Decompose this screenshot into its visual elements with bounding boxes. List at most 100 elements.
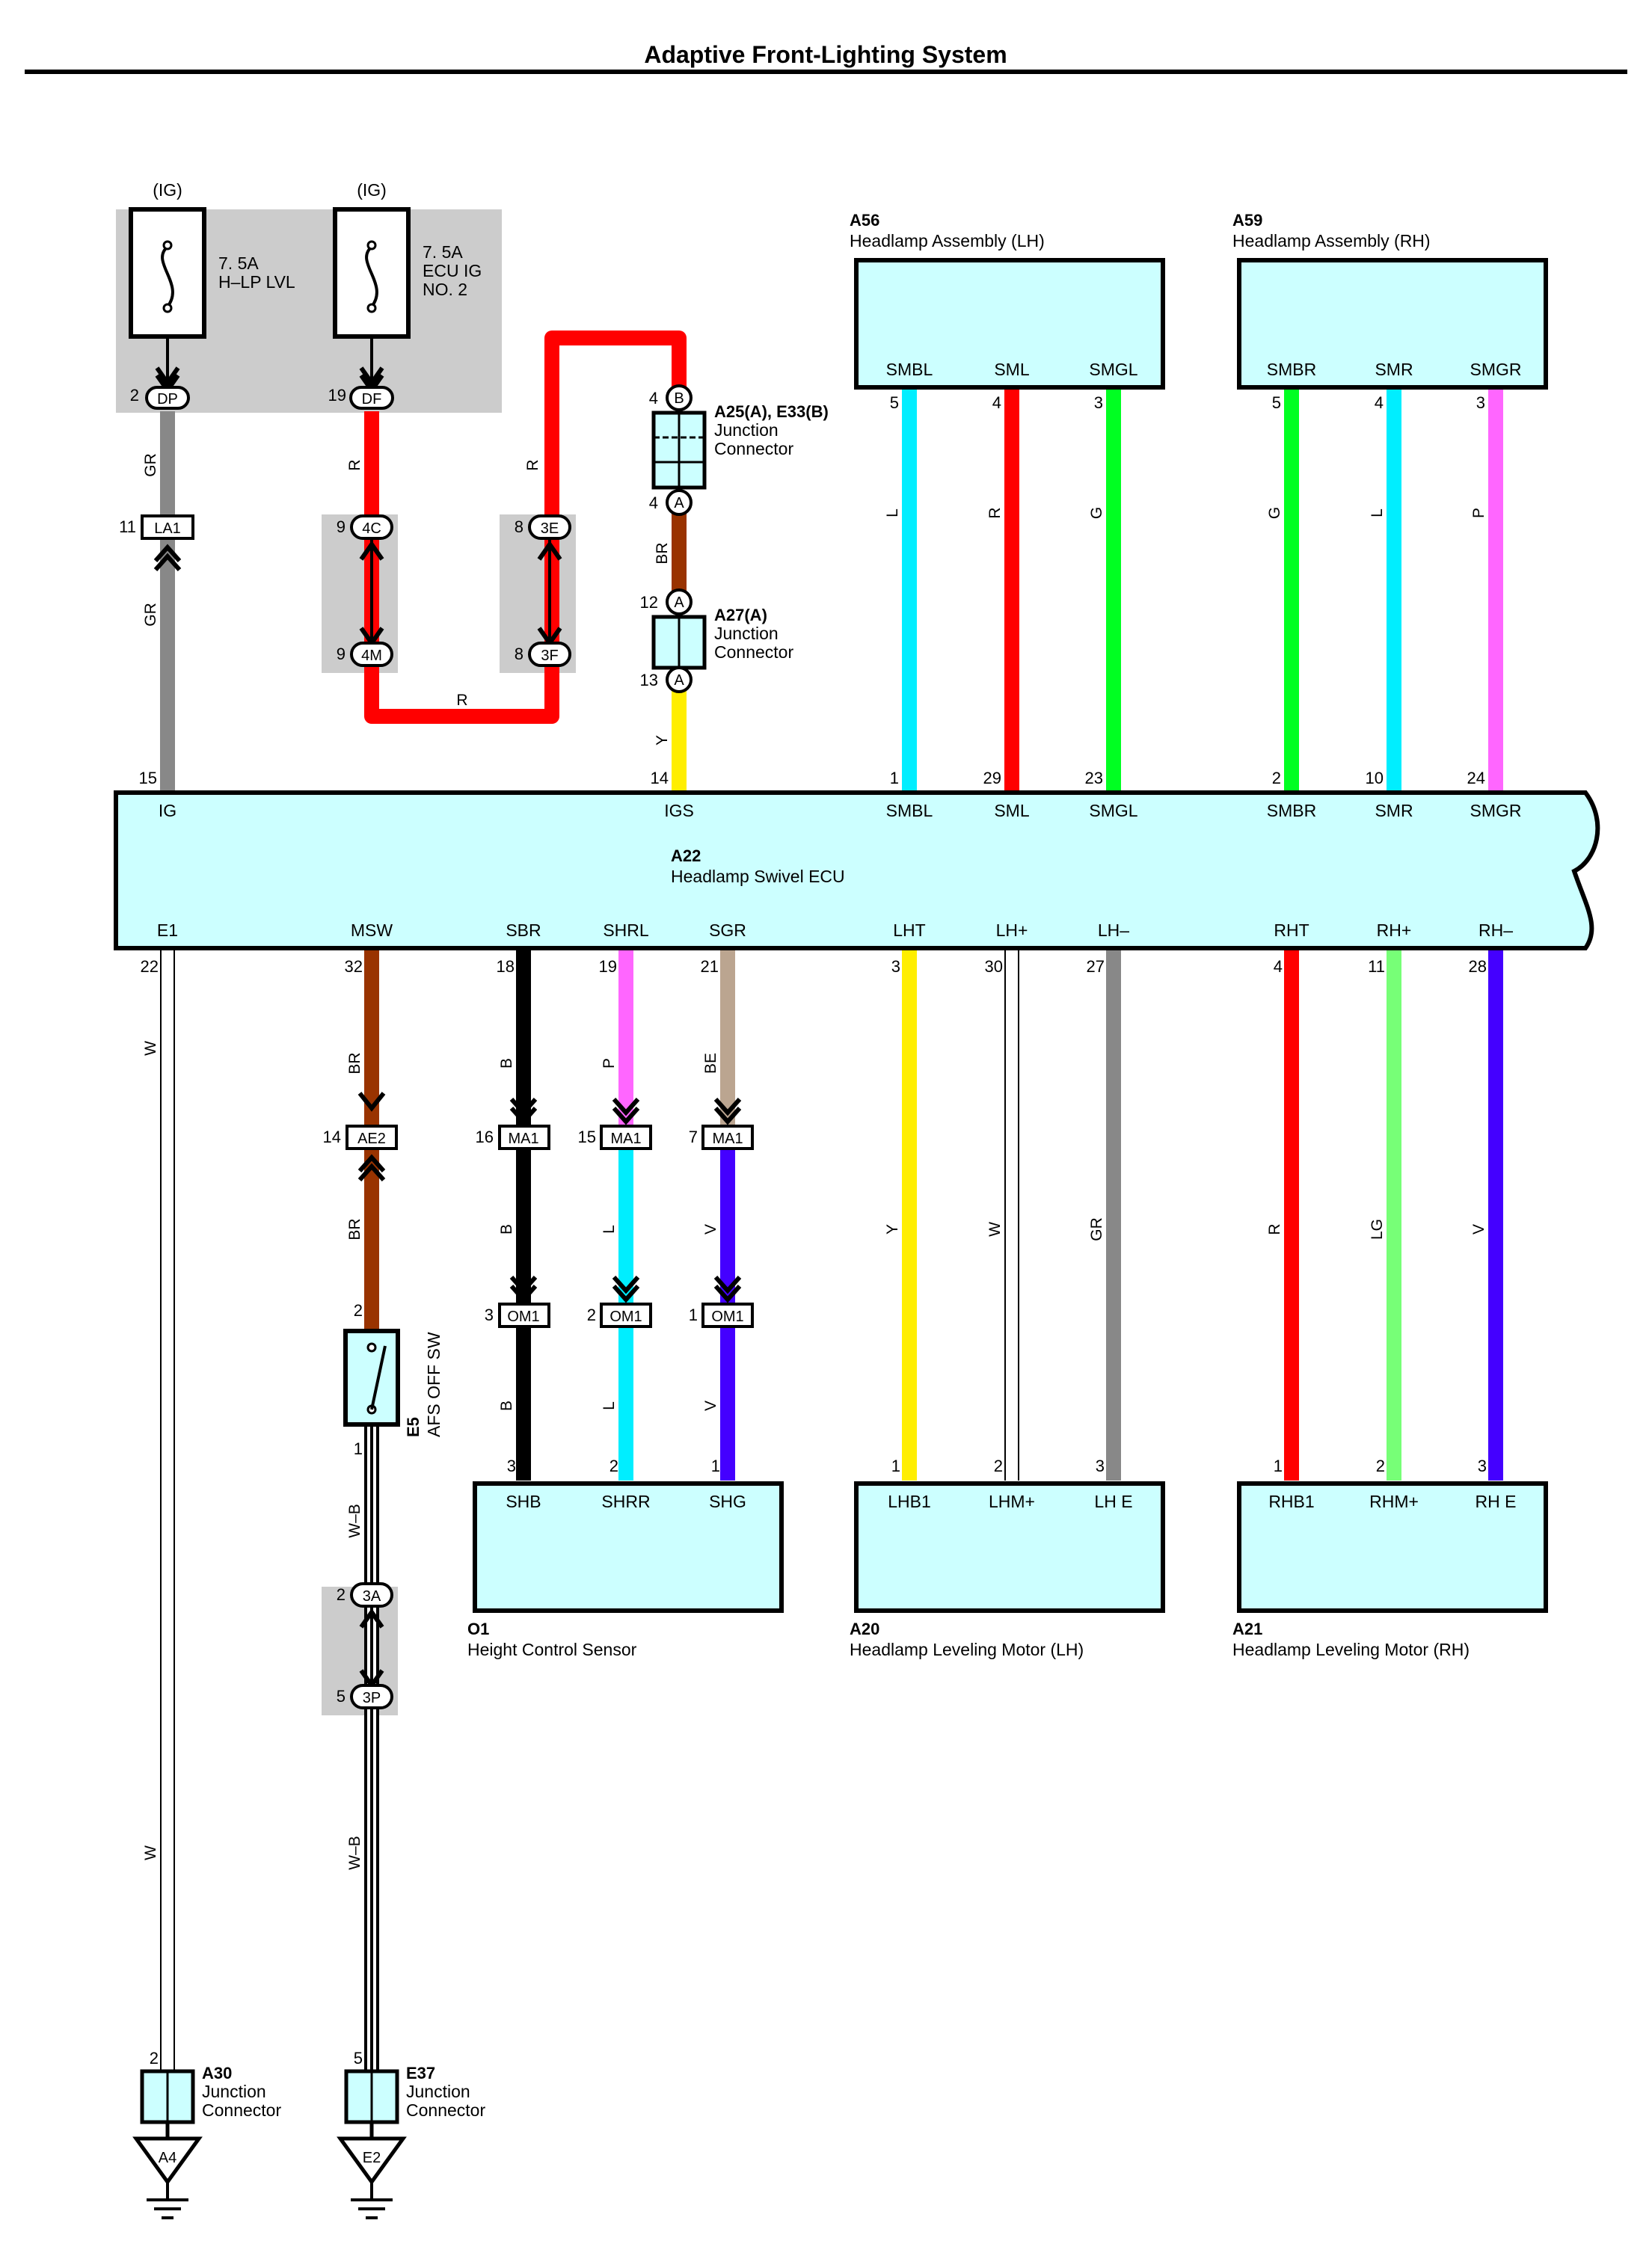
component-code: A59 [1232,211,1262,230]
connector-4c-4m: 9 4C 9 4M [337,514,393,667]
wire-label: W [142,1845,159,1860]
fuse-hlp-lvl: (IG) 7. 5A H–LP LVL 2 DP [129,180,295,410]
component-name: Headlamp Leveling Motor (LH) [850,1640,1084,1659]
connector-ae2: 14 AE2 [323,1092,398,1181]
wire-label: B [498,1401,515,1411]
terminal-label: SHB [506,1492,541,1511]
ground-point-icon [132,2136,203,2186]
wire-label: BR [346,1052,363,1074]
fuse-element-icon [161,245,174,308]
junction-connector-a25: 4 B 4 A A25(A), E33(B) Junction Connecto… [649,384,829,516]
pin-number: 12 [640,593,658,612]
fuse-terminal-icon [162,303,173,313]
connector-pill [350,1684,393,1709]
pin-number: 19 [599,957,617,976]
connector-code: LA1 [154,520,181,537]
ground-code: E2 [363,2150,381,2166]
connector-circle [666,666,693,693]
connector-om1-shb: 3 OM1 [485,1276,550,1328]
pin-number: 14 [323,1128,341,1146]
terminal-label: SHRR [601,1492,650,1511]
wire-label: L [601,1225,618,1234]
chevron-up-icon [153,544,182,571]
pin-number: 2 [994,1457,1003,1475]
pin-number: 5 [337,1687,346,1706]
terminal-label: LHT [893,920,925,940]
component-box [473,1481,784,1613]
terminal-label: SMBL [886,360,933,379]
chevron-down-icon [357,1092,386,1112]
terminal-label: LHM+ [989,1492,1035,1511]
component-a59: A59 Headlamp Assembly (RH) SMBR SMR SMGR… [1232,211,1548,412]
pin-number: 7 [689,1128,698,1146]
pin-number: 2 [150,2049,159,2068]
component-box [1237,258,1548,390]
connector-code: 4M [361,648,382,664]
chevron-down-icon [713,1098,742,1125]
pin-number: 1 [1274,1457,1283,1475]
pin-number: 21 [701,957,719,976]
wire-label: R [986,507,1004,518]
wire-label: BE [702,1053,719,1074]
pin-number: 1 [891,1457,900,1475]
component-box [1237,1481,1548,1613]
component-name: Junction [714,420,779,440]
pin-number: 2 [1376,1457,1385,1475]
component-code: A56 [850,211,879,230]
terminal-label: SMGL [1089,360,1137,379]
wire-label: Y [884,1224,901,1235]
terminal-label: LH E [1094,1492,1132,1511]
component-o1: 3 2 1 SHB SHRR SHG O1 Height Control Sen… [467,1457,784,1659]
connector-box [498,1125,550,1150]
pin-number: 2 [354,1301,363,1320]
component-name: Junction [202,2082,266,2101]
diagram-title: Adaptive Front-Lighting System [644,41,1007,68]
component-name: Junction [406,2082,470,2101]
pin-number: 5 [354,2049,363,2068]
pin-number: 2 [587,1306,596,1324]
terminal-label: IGS [664,801,694,820]
component-box [854,258,1165,390]
pin-number: 19 [328,386,346,405]
connector-box [701,1303,754,1328]
terminal-label: SHRL [603,920,649,940]
chevron-up-icon [359,1608,384,1629]
pin-number: 1 [711,1457,720,1475]
pin-number: 15 [139,769,157,787]
wire-label: L [1369,508,1386,517]
pin-number: 32 [345,957,363,976]
pin-number: 1 [354,1439,363,1458]
pin-number: 2 [609,1457,618,1475]
pin-number: 14 [651,769,669,787]
pin-number: 4 [992,393,1001,412]
fuse-terminal-icon [366,240,377,250]
terminal-label: LH– [1098,920,1129,940]
pin-number: 3 [1096,1457,1105,1475]
connector-pill [350,642,393,667]
component-name-line2: Connector [406,2100,485,2120]
component-code: A25(A), E33(B) [714,402,829,421]
connector-code: A [674,495,684,511]
terminal-label: RH+ [1377,920,1412,940]
pin-number: 3 [891,957,900,976]
component-name: Height Control Sensor [467,1640,637,1659]
connector-ma1-sbr: 16 MA1 [476,1098,550,1150]
connector-box [141,514,194,540]
wire-label: R [524,459,541,470]
fuse-name: H–LP LVL [218,272,295,292]
pin-number: 30 [985,957,1003,976]
pin-number: 9 [337,517,346,536]
connector-3e-3f: 8 3E 8 3F [515,514,571,667]
component-name: Headlamp Leveling Motor (RH) [1232,1640,1470,1659]
pin-number: 10 [1366,769,1384,787]
component-name-line2: Connector [714,642,793,662]
component-code: A30 [202,2064,232,2082]
wire-label: GR [142,603,159,627]
connector-code: 3E [541,520,559,537]
wire-label: G [1266,507,1283,519]
pin-number: 18 [497,957,515,976]
terminal-label: RH– [1478,920,1513,940]
fuse-rating: 7. 5A [218,253,259,273]
terminal-label: SMBR [1267,360,1316,379]
